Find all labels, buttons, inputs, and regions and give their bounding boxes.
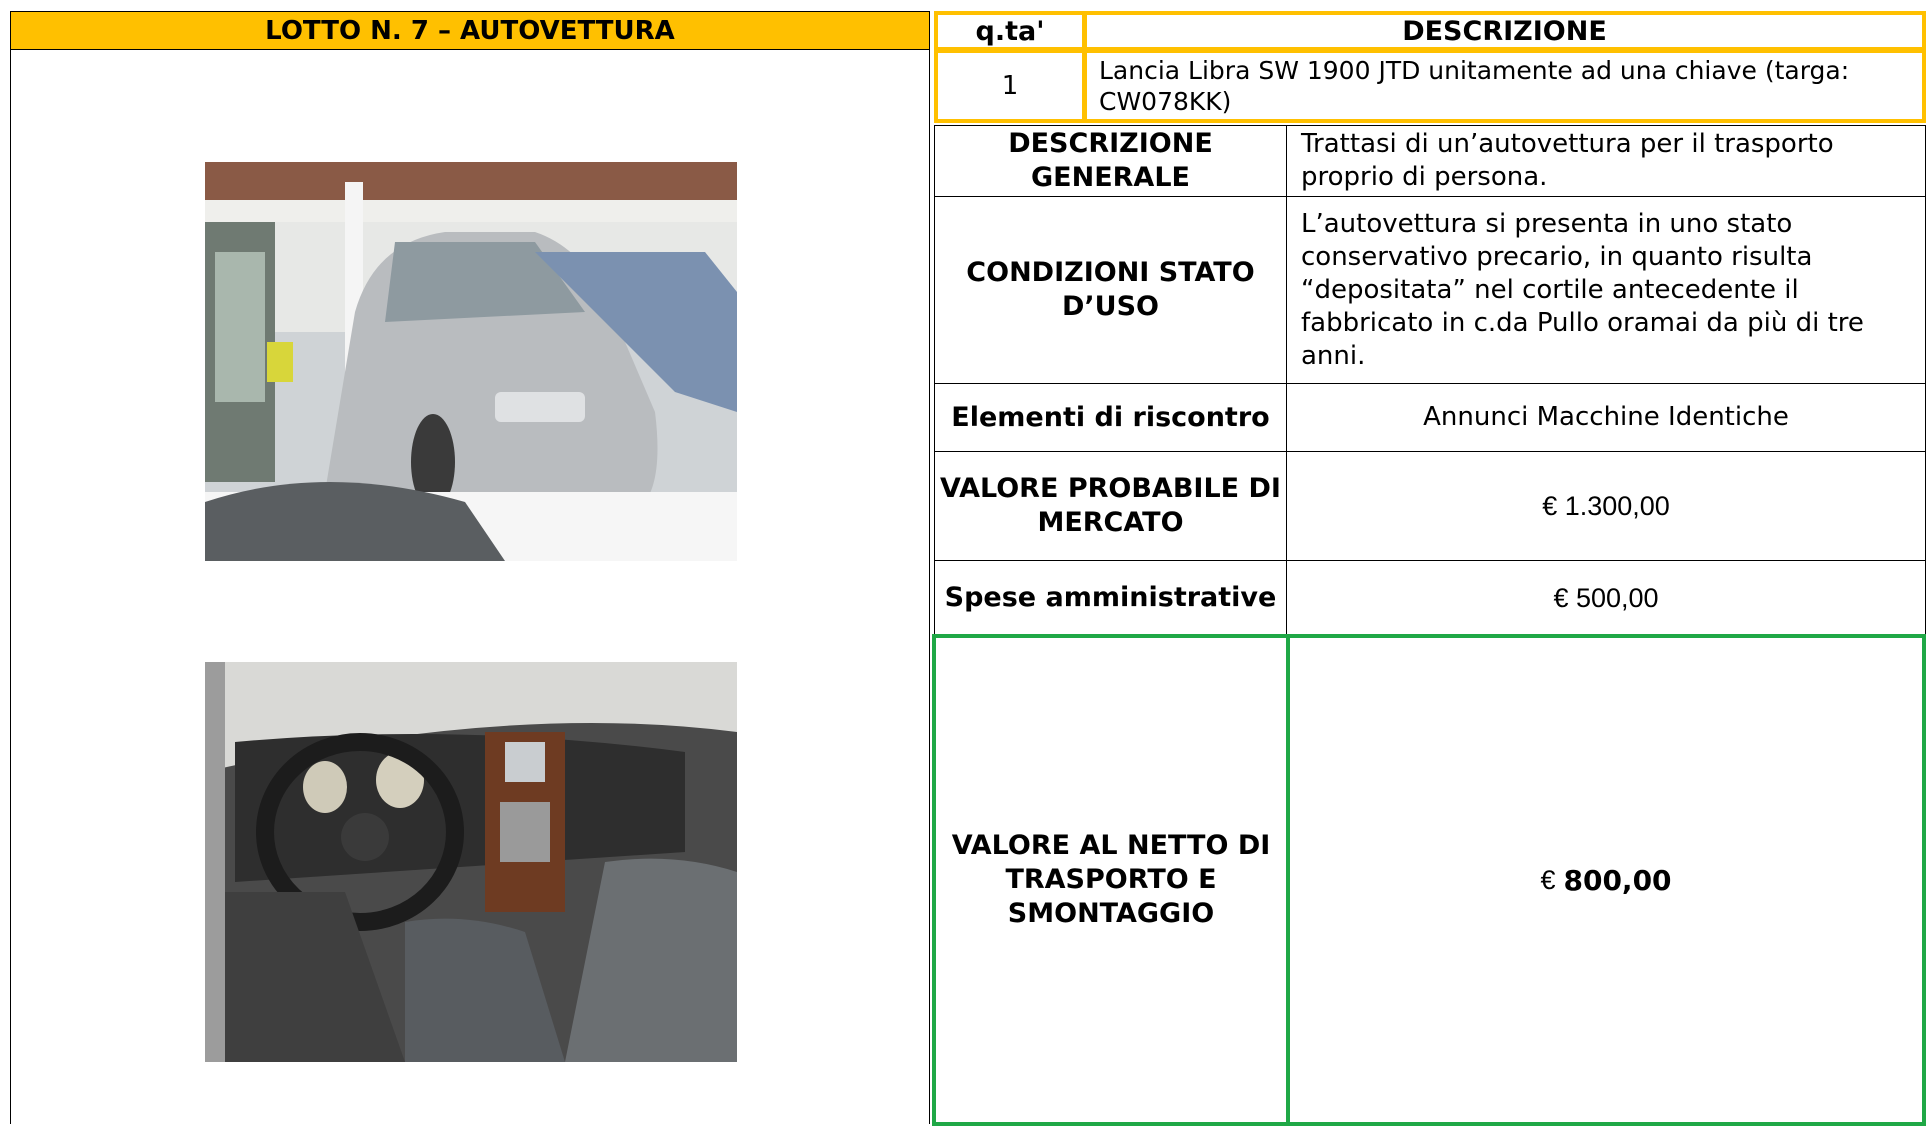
row-value-general-description: Trattasi di un’autovettura per il traspo… [1286,125,1926,197]
row-label-condition: CONDIZIONI STATO D’USO [934,196,1287,384]
qty-header: q.ta' [934,11,1086,51]
row-value-admin-costs: € 500,00 [1286,560,1926,636]
lot-title: LOTTO N. 7 – AUTOVETTURA [10,11,930,50]
row-value-market-value: € 1.300,00 [1286,451,1926,561]
photo-panel [10,50,930,1124]
net-value-amount: 800,00 [1563,863,1672,897]
car-exterior-photo [205,162,737,561]
net-value-currency: € [1540,864,1556,895]
row-label-admin-costs: Spese amministrative [934,560,1287,636]
row-label-market-value: VALORE PROBABILE DI MERCATO [934,451,1287,561]
row-label-general-description: DESCRIZIONE GENERALE [934,125,1287,197]
description-header: DESCRIZIONE [1083,11,1926,51]
row-value-net-value: € 800,00 [1286,634,1926,1126]
row-value-reference-elements: Annunci Macchine Identiche [1286,383,1926,452]
car-interior-photo [205,662,737,1062]
qty-value: 1 [934,49,1086,123]
row-label-reference-elements: Elementi di riscontro [934,383,1287,452]
row-value-condition: L’autovettura si presenta in uno stato c… [1286,196,1926,384]
row-label-net-value: VALORE AL NETTO DI TRASPORTO E SMONTAGGI… [932,634,1290,1126]
item-description: Lancia Libra SW 1900 JTD unitamente ad u… [1083,49,1926,123]
